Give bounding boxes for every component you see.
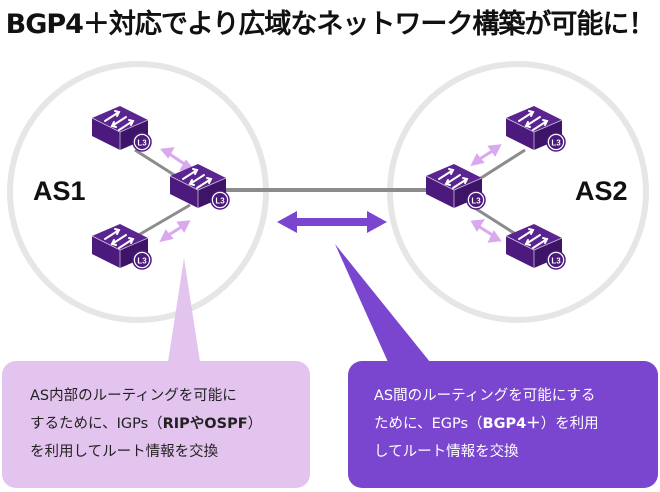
- intra-line2-post: ）: [247, 416, 263, 432]
- intra-line3: を利用してルート情報を交換: [30, 444, 219, 460]
- as2-label: AS2: [575, 176, 628, 206]
- inter-line2-pre: ために、EGPs（: [374, 416, 483, 432]
- router-as2-core: [425, 163, 486, 210]
- page-title: BGP4＋対応でより広域なネットワーク構築が可能に！: [5, 9, 656, 40]
- intra-line2: するために、IGPs（RIPやOSPF）: [30, 410, 310, 438]
- inter-line1: AS間のルーティングを可能にする: [374, 388, 596, 404]
- inter-line2-bold: BGP4＋: [482, 416, 541, 432]
- router-as2-bottom: [505, 223, 566, 270]
- intra-callout-tail: [168, 258, 200, 362]
- intra-arrow-as1-bottom: [159, 220, 191, 243]
- router-as1-core: [169, 163, 230, 210]
- intra-line1: AS内部のルーティングを可能に: [30, 388, 237, 404]
- intra-line2-bold: RIPやOSPF: [162, 416, 248, 432]
- intra-arrow-as2-bottom: [470, 219, 502, 243]
- router-as1-top: [91, 105, 152, 152]
- inter-callout-tail: [335, 244, 430, 362]
- inter-line2: ために、EGPs（BGP4＋）を利用: [374, 410, 658, 438]
- inter-as-arrow: [277, 211, 387, 233]
- router-as2-top: [505, 105, 566, 152]
- inter-as-callout: AS間のルーティングを可能にする ために、EGPs（BGP4＋）を利用 してルー…: [348, 361, 658, 488]
- router-as1-bottom: [91, 223, 152, 270]
- intra-as-callout: AS内部のルーティングを可能に するために、IGPs（RIPやOSPF） を利用…: [2, 361, 310, 488]
- intra-line2-pre: するために、IGPs（: [30, 416, 163, 432]
- inter-line3: してルート情報を交換: [374, 444, 519, 460]
- intra-arrow-as2-top: [470, 144, 502, 167]
- intra-arrow-as1-top: [160, 147, 194, 171]
- as1-label: AS1: [33, 176, 86, 206]
- inter-line2-post: ）を利用: [540, 416, 599, 432]
